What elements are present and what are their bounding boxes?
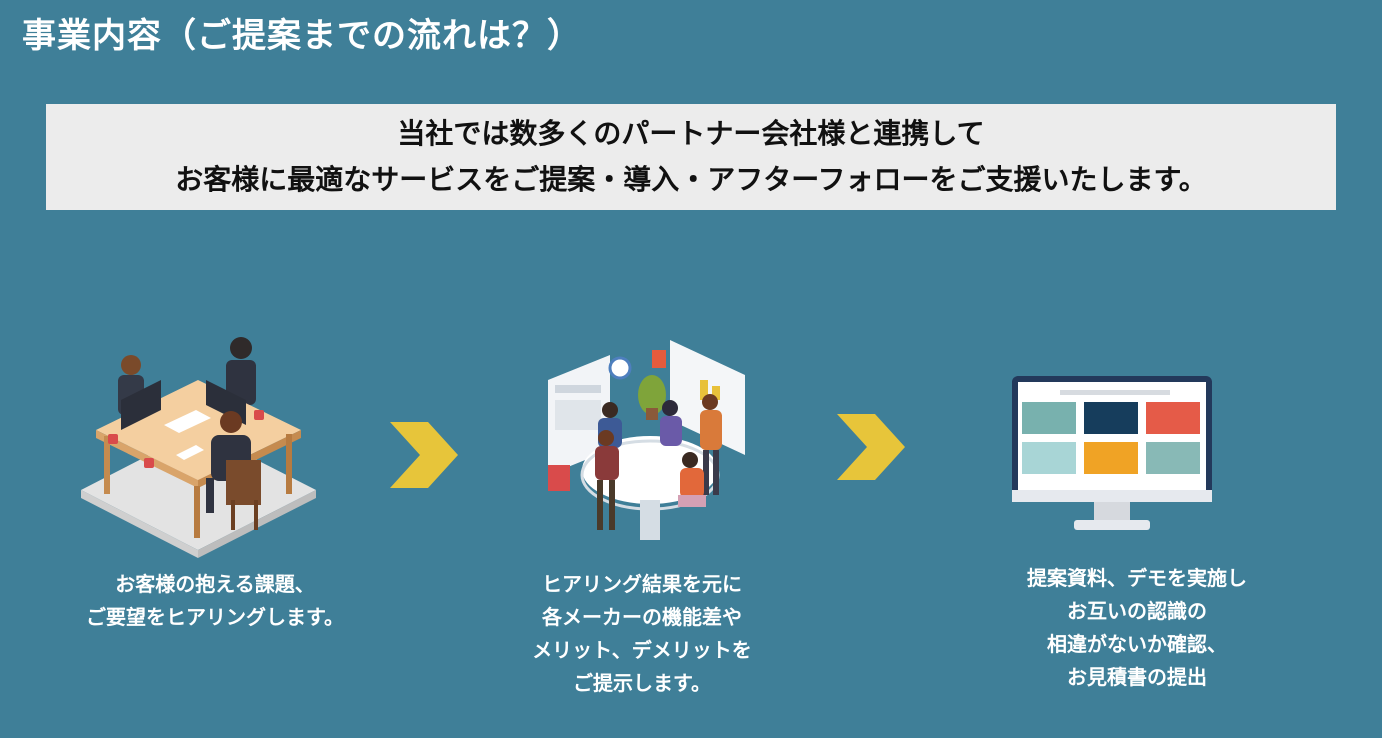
caption-line: 提案資料、デモを実施し: [1027, 566, 1247, 590]
caption-line: ご要望をヒアリングします。: [86, 605, 344, 629]
caption-line: お客様の抱える課題、: [115, 572, 315, 596]
caption-line: お見積書の提出: [1067, 665, 1207, 689]
intro-banner: 当社では数多くのパートナー会社様と連携して お客様に最適なサービスをご提案・導入…: [46, 104, 1336, 210]
caption-line: 各メーカーの機能差や: [542, 605, 742, 629]
team-discussion-icon: [548, 340, 745, 540]
banner-line-1: 当社では数多くのパートナー会社様と連携して: [397, 117, 985, 150]
step-3-caption: 提案資料、デモを実施し お互いの認識の 相違がないか確認、 お見積書の提出: [962, 562, 1312, 694]
meeting-table-icon: [81, 337, 316, 558]
banner-line-2: お客様に最適なサービスをご提案・導入・アフターフォローをご支援いたします。: [175, 163, 1207, 196]
monitor-dashboard-icon: [1012, 376, 1212, 530]
caption-line: 相違がないか確認、: [1047, 632, 1227, 656]
caption-line: ご提示します。: [573, 671, 711, 695]
caption-line: お互いの認識の: [1067, 599, 1207, 623]
page-title: 事業内容（ご提案までの流れは？）: [22, 16, 582, 56]
step-2-caption: ヒアリング結果を元に 各メーカーの機能差や メリット、デメリットを ご提示します…: [467, 568, 817, 700]
chevron-right-icon: [390, 422, 458, 488]
step-1-caption: お客様の抱える課題、 ご要望をヒアリングします。: [40, 568, 390, 634]
caption-line: メリット、デメリットを: [532, 638, 752, 662]
caption-line: ヒアリング結果を元に: [542, 572, 742, 596]
chevron-right-icon: [837, 414, 905, 480]
